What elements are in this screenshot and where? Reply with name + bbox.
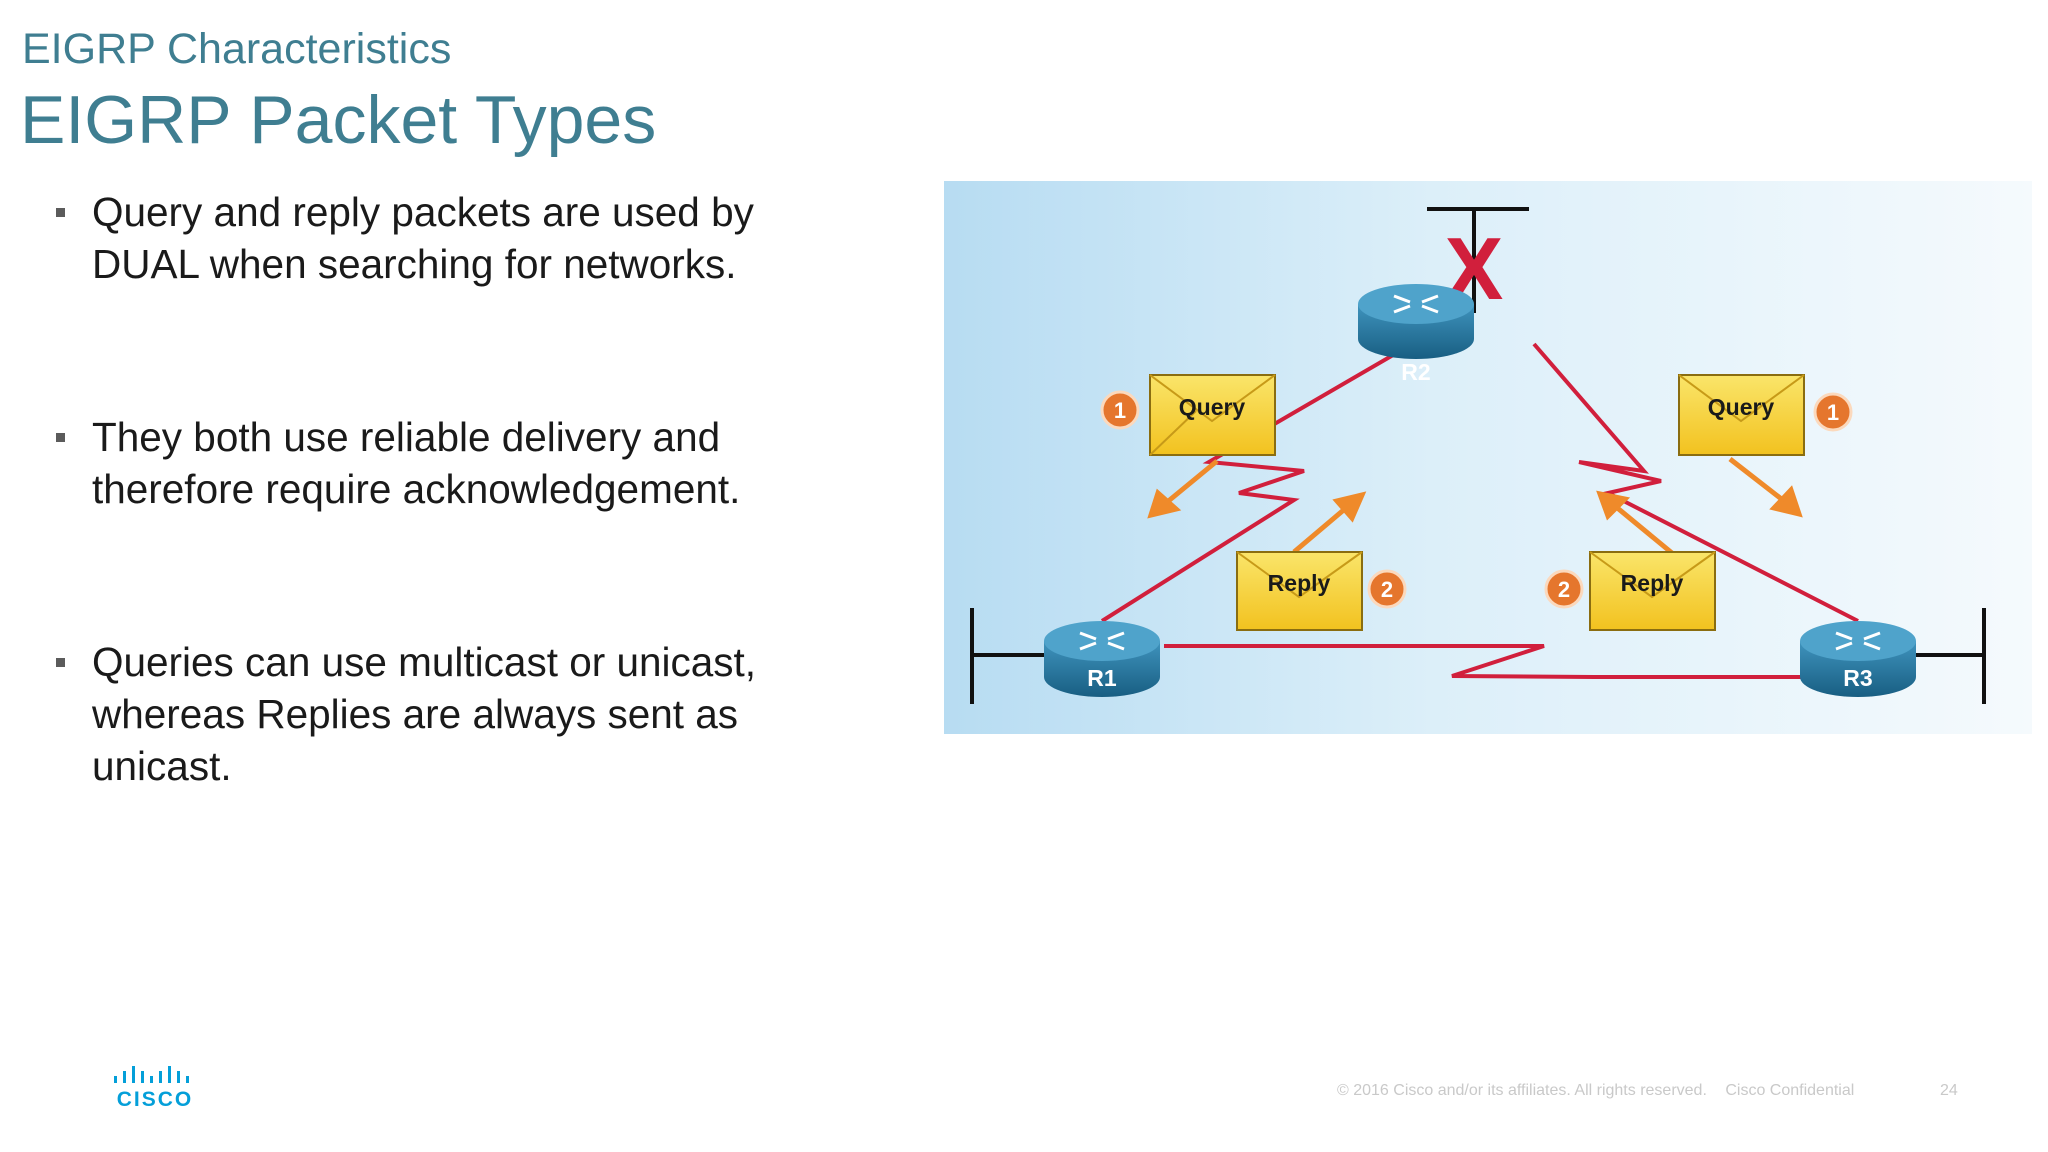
envelope-reply-left: Reply bbox=[1236, 551, 1363, 631]
arrow-reply-left bbox=[1292, 506, 1348, 554]
copyright-text: © 2016 Cisco and/or its affiliates. All … bbox=[1337, 1082, 1707, 1099]
slide-title: EIGRP Packet Types bbox=[20, 82, 657, 158]
arrow-reply-right bbox=[1613, 504, 1674, 555]
bullet-text-line: Query and reply packets are used by bbox=[92, 189, 754, 235]
envelope-label: Query bbox=[1179, 394, 1246, 420]
arrow-reply-left-head bbox=[1332, 491, 1367, 523]
link-r2-r3 bbox=[1532, 342, 1859, 623]
packet-arrows bbox=[1147, 457, 1803, 555]
slide-subtitle: EIGRP Characteristics bbox=[22, 25, 452, 73]
step-number: 2 bbox=[1381, 577, 1393, 602]
confidential-text: Cisco Confidential bbox=[1725, 1082, 1855, 1099]
cisco-logo-text: CISCO bbox=[116, 1088, 194, 1111]
bullet-item: Query and reply packets are used by DUAL… bbox=[52, 186, 822, 290]
router-r3-icon: R3 bbox=[1800, 621, 1916, 697]
arrow-query-left bbox=[1164, 459, 1219, 505]
lan-segments bbox=[970, 207, 1986, 704]
envelope-label: Reply bbox=[1268, 570, 1331, 596]
cisco-bars-icon bbox=[114, 1066, 189, 1083]
step-number: 1 bbox=[1827, 400, 1839, 425]
envelope-label: Reply bbox=[1621, 570, 1684, 596]
bullet-text-line: Queries can use multicast or unicast, bbox=[92, 639, 757, 685]
footer-legal: © 2016 Cisco and/or its affiliates. All … bbox=[1337, 1082, 1868, 1100]
bullet-square-icon bbox=[56, 658, 65, 667]
router-label: R1 bbox=[1087, 665, 1117, 691]
arrow-query-left-head bbox=[1147, 488, 1182, 519]
bullet-square-icon bbox=[56, 208, 65, 217]
arrow-query-right-head bbox=[1769, 485, 1803, 518]
router-label: R2 bbox=[1401, 359, 1430, 385]
cisco-logo: CISCO bbox=[112, 1064, 198, 1111]
step-badge-query-left: 1 bbox=[1100, 390, 1140, 430]
step-number: 1 bbox=[1114, 398, 1126, 423]
bullet-text-line: DUAL when searching for networks. bbox=[92, 241, 737, 287]
step-number: 2 bbox=[1558, 577, 1570, 602]
step-badge-query-right: 1 bbox=[1813, 392, 1853, 432]
page-number: 24 bbox=[1940, 1082, 1958, 1099]
envelope-label: Query bbox=[1708, 394, 1775, 420]
bullet-list: Query and reply packets are used by DUAL… bbox=[52, 186, 822, 913]
router-r2-icon: R2 bbox=[1358, 284, 1474, 385]
router-label: R3 bbox=[1843, 665, 1872, 691]
bullet-item: They both use reliable delivery and ther… bbox=[52, 411, 822, 515]
envelope-query-right: Query bbox=[1678, 374, 1805, 456]
step-badge-reply-right: 2 bbox=[1544, 569, 1584, 609]
bullet-text-line: therefore require acknowledgement. bbox=[92, 466, 741, 512]
arrow-reply-right-head bbox=[1596, 490, 1631, 521]
bullet-text-line: unicast. bbox=[92, 743, 232, 789]
bullet-text-line: whereas Replies are always sent as bbox=[92, 691, 739, 737]
bullet-item: Queries can use multicast or unicast, wh… bbox=[52, 636, 822, 792]
envelope-query-left: Query bbox=[1149, 374, 1276, 456]
bullet-square-icon bbox=[56, 433, 65, 442]
envelope-reply-right: Reply bbox=[1589, 551, 1716, 631]
arrow-query-right bbox=[1728, 457, 1786, 503]
eigrp-query-reply-diagram: X Query Query Reply Reply 1 1 bbox=[944, 181, 2032, 734]
step-badge-reply-left: 2 bbox=[1367, 569, 1407, 609]
link-r1-r3 bbox=[1164, 644, 1858, 679]
router-r1-icon: R1 bbox=[1044, 621, 1160, 697]
bullet-text-line: They both use reliable delivery and bbox=[92, 414, 721, 460]
